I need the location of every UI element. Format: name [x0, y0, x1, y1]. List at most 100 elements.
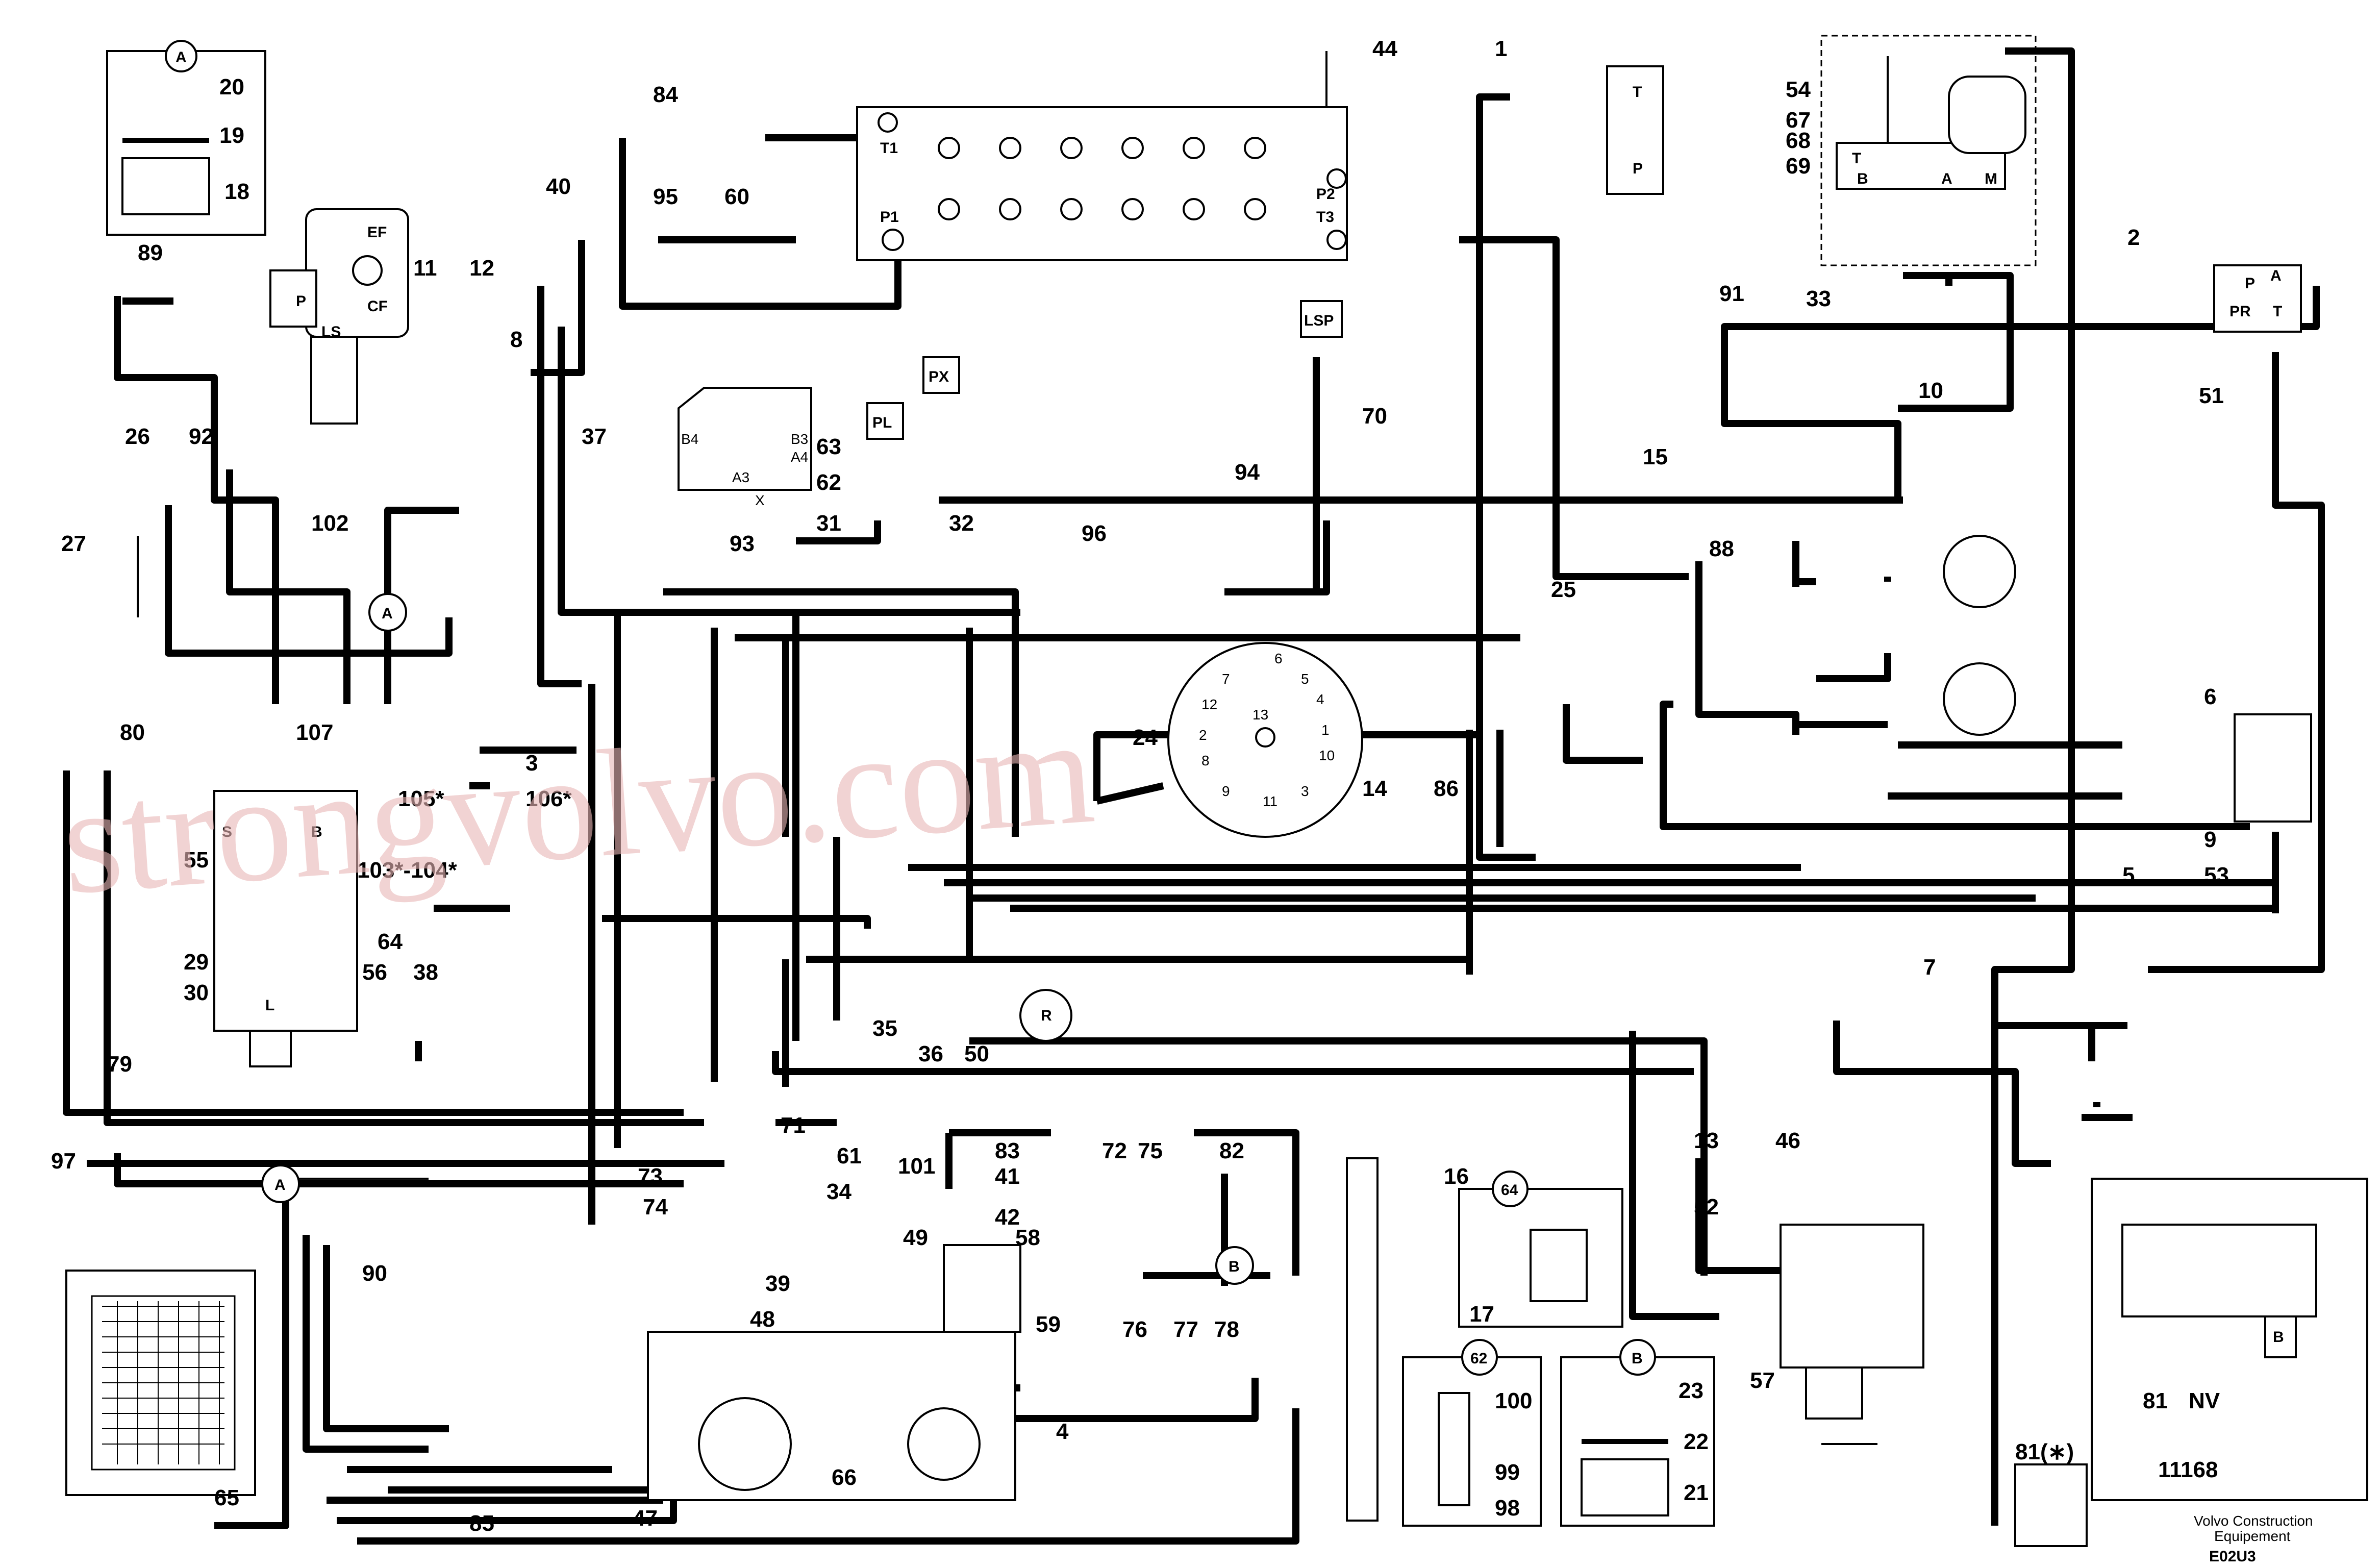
- callout-58: 58: [1015, 1225, 1040, 1250]
- callout-32: 32: [949, 511, 974, 536]
- callout-2: 2: [2127, 225, 2140, 250]
- sv-port-S: S: [222, 824, 232, 840]
- callout-11: 11: [413, 256, 437, 281]
- callout-5: 5: [2122, 863, 2135, 888]
- callout-35: 35: [872, 1016, 897, 1041]
- callout-68: 68: [1786, 128, 1811, 153]
- callout-12: 12: [469, 256, 494, 281]
- pr-port-P: P: [2245, 275, 2255, 292]
- callout-60: 60: [724, 184, 749, 209]
- acc-port-B: B: [1857, 170, 1868, 187]
- pressure-reducer: [2213, 264, 2302, 333]
- callout-A-2: A: [274, 1177, 286, 1193]
- pr-port-PR: PR: [2229, 303, 2251, 320]
- blk-port-A3: A3: [732, 469, 749, 485]
- callout-19: 19: [219, 123, 244, 148]
- pl-label: PL: [872, 414, 892, 431]
- callout-95: 95: [653, 184, 678, 209]
- callout-100: 100: [1495, 1388, 1532, 1413]
- callout-38: 38: [413, 960, 438, 985]
- callout-23: 23: [1678, 1378, 1703, 1403]
- callout-7: 7: [1923, 955, 1936, 980]
- callout-86: 86: [1434, 776, 1459, 801]
- callout-A-left: A A B: [261, 593, 1254, 1285]
- acc-port-A: A: [1941, 170, 1952, 187]
- callout-84: 84: [653, 82, 678, 107]
- inset-B: B: [2273, 1329, 2284, 1346]
- callout-49: 49: [903, 1225, 928, 1250]
- callout-47: 47: [633, 1506, 658, 1531]
- callout-91: 91: [1719, 281, 1744, 306]
- callout-8: 8: [510, 327, 522, 352]
- callout-31: 31: [816, 511, 841, 536]
- dial-10: 10: [1319, 748, 1335, 763]
- steering-valve: S B L: [213, 790, 358, 1067]
- callout-78: 78: [1214, 1317, 1239, 1342]
- callout-24: 24: [1133, 725, 1158, 750]
- callout-77: 77: [1173, 1317, 1198, 1342]
- main-control-valve: T1 P1 P2 T3: [856, 106, 1348, 261]
- callout-70: 70: [1362, 404, 1387, 429]
- callout-90: 90: [362, 1261, 387, 1286]
- callout-10: 10: [1918, 378, 1943, 403]
- callout-74: 74: [643, 1195, 668, 1220]
- callout-73: 73: [638, 1164, 663, 1189]
- callout-4: 4: [1056, 1419, 1069, 1444]
- callout-40: 40: [546, 174, 571, 199]
- callout-13: 13: [1694, 1128, 1719, 1153]
- callout-27: 27: [61, 531, 86, 556]
- callout-29: 29: [184, 950, 209, 975]
- blk-port-B4: B4: [681, 431, 698, 447]
- tank: [647, 1244, 1021, 1501]
- detail-62-tag: 62: [1470, 1350, 1487, 1367]
- port-P1: P1: [880, 209, 899, 226]
- callout-67: 67: [1786, 108, 1811, 133]
- callout-69: 69: [1786, 154, 1811, 179]
- callout-106: 106*: [525, 786, 572, 811]
- callout-102: 102: [311, 511, 348, 536]
- callout-81: 81: [2143, 1388, 2168, 1413]
- callout-50: 50: [964, 1041, 989, 1066]
- callout-25: 25: [1551, 577, 1576, 602]
- callout-16: 16: [1444, 1164, 1469, 1189]
- pr-port-T: T: [2273, 303, 2282, 320]
- callout-88: 88: [1709, 536, 1734, 561]
- callout-53: 53: [2204, 863, 2229, 888]
- callout-105: 105*: [398, 786, 444, 811]
- distribution-block: [1346, 1157, 1379, 1522]
- callout-97: 97: [51, 1149, 76, 1174]
- pilot-switch-upper: [1943, 535, 2016, 608]
- blk-port-A4: A4: [791, 449, 808, 465]
- callout-39: 39: [765, 1271, 790, 1296]
- prio-port-P: P: [296, 293, 306, 310]
- callout-61: 61: [837, 1143, 862, 1168]
- pilot-block: [1606, 65, 1664, 195]
- callout-82: 82: [1219, 1138, 1244, 1163]
- callout-14: 14: [1362, 776, 1387, 801]
- priority-valve: EF CF P LS: [269, 208, 409, 425]
- callout-85: 85: [469, 1511, 494, 1536]
- r-gauge: [1019, 989, 1072, 1042]
- callout-9: 9: [2204, 827, 2216, 852]
- callout-75: 75: [1138, 1138, 1163, 1163]
- callout-79: 79: [107, 1052, 132, 1077]
- callout-107: 107: [296, 720, 333, 745]
- prio-port-LS: LS: [321, 324, 341, 340]
- callout-36: 36: [918, 1041, 943, 1066]
- callout-66: 66: [832, 1465, 857, 1490]
- sv-port-B: B: [311, 824, 322, 840]
- callout-93: 93: [730, 531, 755, 556]
- detail-box-B: B: [1560, 1339, 1715, 1527]
- callout-57: 57: [1750, 1368, 1775, 1393]
- acc-port-M: M: [1985, 170, 1997, 187]
- callout-89: 89: [138, 240, 163, 265]
- detail-B-tag: B: [1632, 1350, 1643, 1367]
- callout-33: 33: [1806, 286, 1831, 311]
- callout-83: 83: [995, 1138, 1020, 1163]
- callout-80: 80: [120, 720, 145, 745]
- port-T3: T3: [1316, 209, 1334, 226]
- callout-18: 18: [224, 179, 249, 204]
- px-label: PX: [929, 368, 949, 385]
